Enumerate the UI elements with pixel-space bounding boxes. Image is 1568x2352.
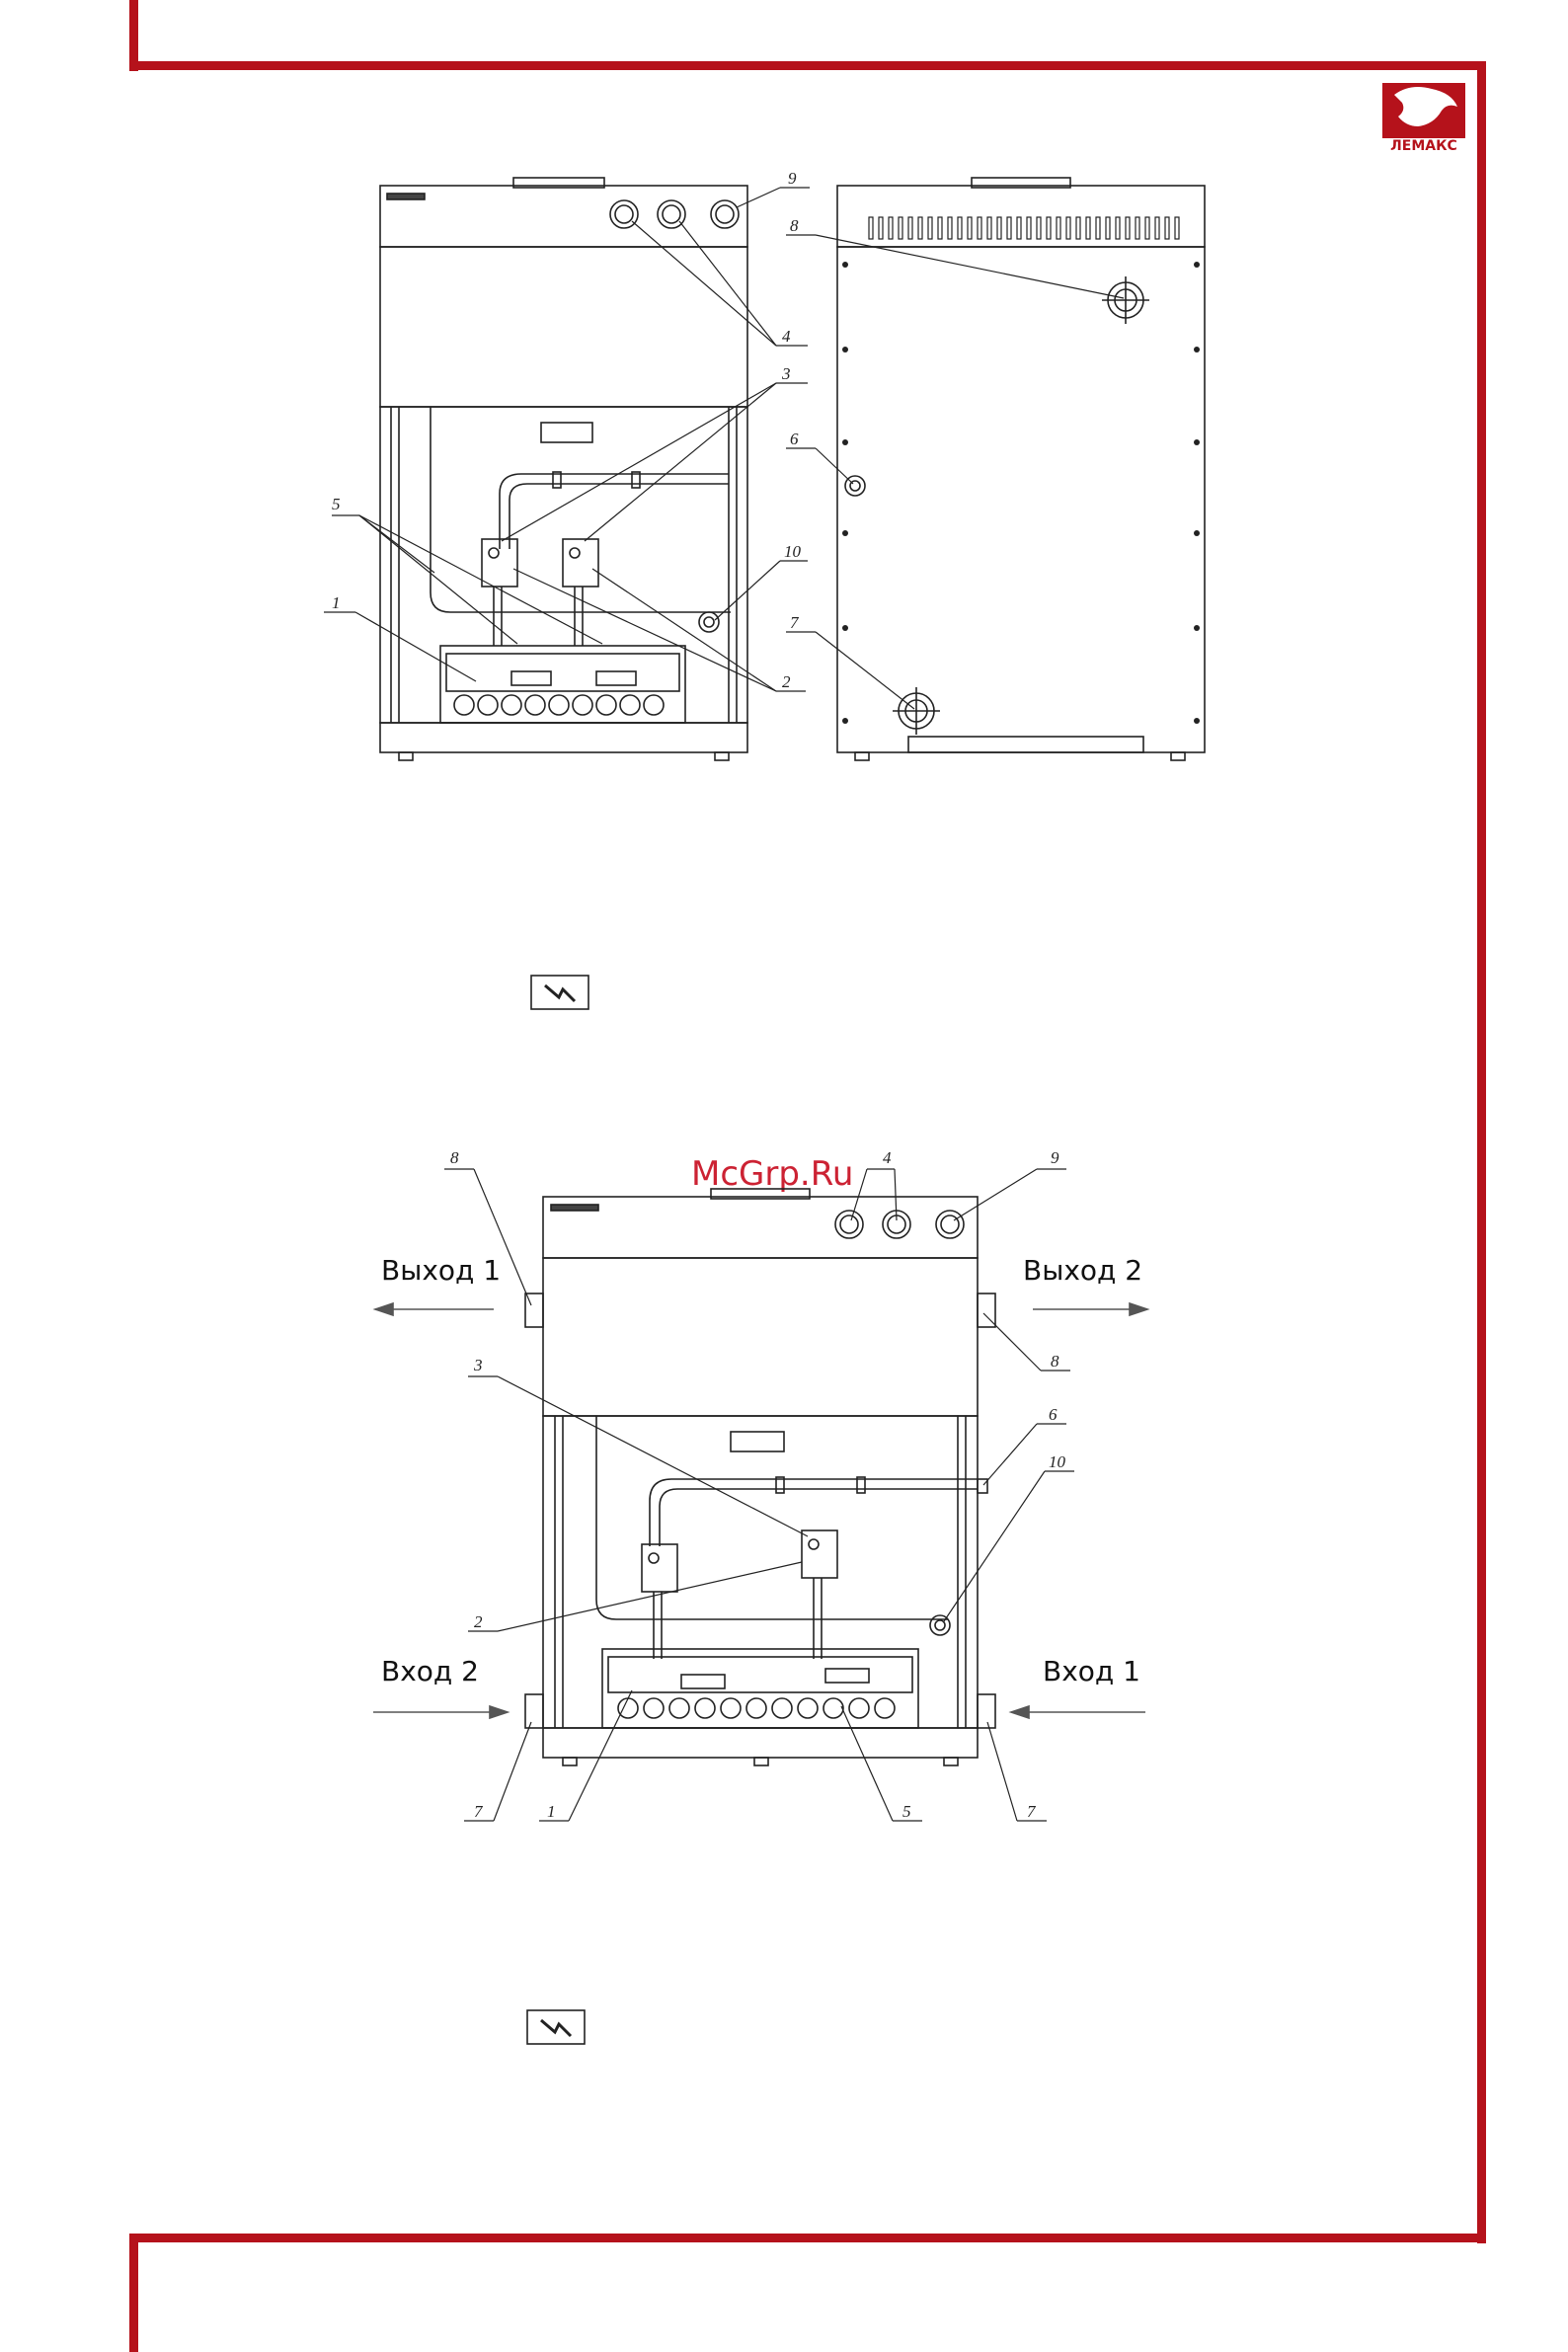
fig2-callout-10: 10 xyxy=(1049,1452,1066,1471)
fig1-callout-10: 10 xyxy=(784,542,802,561)
spark-icon xyxy=(527,2010,585,2044)
inlet-left-label: Вход 2 xyxy=(381,1655,479,1687)
fig1-callout-1: 1 xyxy=(332,593,341,612)
figure2-callouts xyxy=(444,1169,1074,1821)
spark-icon xyxy=(531,976,588,1009)
brand-logo-text: ЛЕМАКС xyxy=(1390,138,1457,154)
fig2-callout-9: 9 xyxy=(1051,1148,1059,1167)
brand-logo: ЛЕМАКС xyxy=(1382,83,1465,154)
fig2-callout-5: 5 xyxy=(902,1802,911,1821)
fig2-callout-3: 3 xyxy=(473,1356,483,1374)
fig2-callout-7-left: 7 xyxy=(474,1802,484,1821)
fig1-callout-4: 4 xyxy=(782,327,791,346)
fig1-callout-9: 9 xyxy=(788,169,797,188)
inlet-right-label: Вход 1 xyxy=(1043,1655,1140,1687)
watermark: McGrp.Ru xyxy=(691,1154,853,1194)
outlet-right-label: Выход 2 xyxy=(1023,1254,1142,1287)
fig1-callout-5: 5 xyxy=(332,495,341,513)
fig1-side-callout-7: 7 xyxy=(790,613,800,632)
fig2-callout-8-top: 8 xyxy=(450,1148,459,1167)
fig2-callout-7-right: 7 xyxy=(1027,1802,1037,1821)
fig2-callout-6: 6 xyxy=(1049,1405,1058,1424)
fig2-callout-2: 2 xyxy=(474,1612,483,1631)
figure1-front-view xyxy=(380,178,747,760)
fig2-callout-8-right: 8 xyxy=(1051,1352,1059,1371)
figure2-front-view xyxy=(525,1189,995,1765)
fig1-callout-2: 2 xyxy=(782,672,791,691)
fig1-side-callout-8: 8 xyxy=(790,216,799,235)
outlet-left-label: Выход 1 xyxy=(381,1254,501,1287)
fig1-callout-3: 3 xyxy=(781,364,791,383)
figure2-flow-arrows xyxy=(373,1303,1147,1718)
fig1-side-callout-6: 6 xyxy=(790,430,799,448)
figure1-side-view xyxy=(837,178,1205,760)
fig2-callout-4: 4 xyxy=(883,1148,892,1167)
fig2-callout-1: 1 xyxy=(547,1802,556,1821)
